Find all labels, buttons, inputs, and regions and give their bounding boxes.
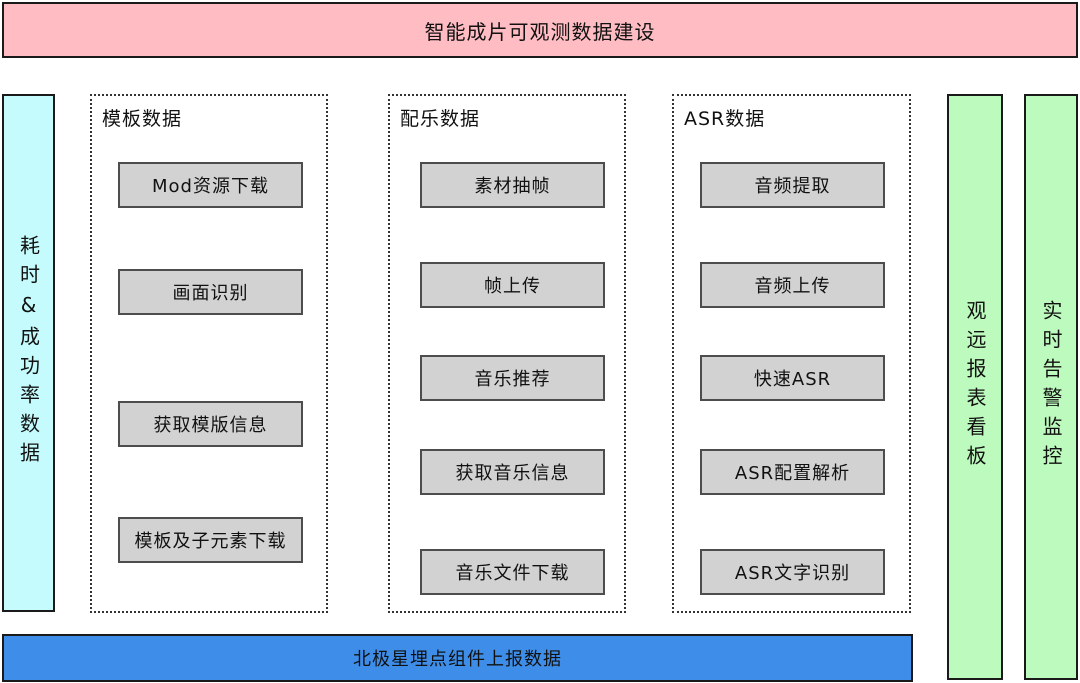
group-title: 模板数据 xyxy=(102,108,183,130)
process-box: 快速ASR xyxy=(700,355,885,401)
group-asr-data: ASR数据 音频提取 音频上传 快速ASR ASR配置解析 ASR文字识别 xyxy=(672,94,911,613)
report-banner: 北极星埋点组件上报数据 xyxy=(2,634,913,682)
group-template-data: 模板数据 Mod资源下载 画面识别 获取模版信息 模板及子元素下载 xyxy=(90,94,328,613)
title-banner-label: 智能成片可观测数据建设 xyxy=(424,19,656,44)
process-box: 获取音乐信息 xyxy=(420,449,605,495)
process-box: 帧上传 xyxy=(420,262,605,308)
process-box: 音频上传 xyxy=(700,262,885,308)
metrics-sidebar: 耗时&成功率数据 xyxy=(2,94,55,612)
group-title: ASR数据 xyxy=(684,108,766,130)
process-box: 模板及子元素下载 xyxy=(118,517,303,563)
group-title: 配乐数据 xyxy=(400,108,481,130)
metrics-sidebar-label: 耗时&成功率数据 xyxy=(16,235,41,471)
dashboard-sidebar: 观远报表看板 xyxy=(947,94,1003,680)
group-music-data: 配乐数据 素材抽帧 帧上传 音乐推荐 获取音乐信息 音乐文件下载 xyxy=(388,94,626,613)
process-box: 音乐文件下载 xyxy=(420,549,605,595)
title-banner: 智能成片可观测数据建设 xyxy=(2,2,1078,58)
process-box: 获取模版信息 xyxy=(118,401,303,447)
alert-monitor-sidebar-label: 实时告警监控 xyxy=(1039,300,1063,474)
dashboard-sidebar-label: 观远报表看板 xyxy=(963,300,987,474)
process-box: 画面识别 xyxy=(118,269,303,315)
process-box: 素材抽帧 xyxy=(420,162,605,208)
process-box: Mod资源下载 xyxy=(118,162,303,208)
process-box: ASR文字识别 xyxy=(700,549,885,595)
process-box: 音乐推荐 xyxy=(420,355,605,401)
alert-monitor-sidebar: 实时告警监控 xyxy=(1024,94,1078,680)
process-box: 音频提取 xyxy=(700,162,885,208)
process-box: ASR配置解析 xyxy=(700,449,885,495)
report-banner-label: 北极星埋点组件上报数据 xyxy=(353,649,562,670)
